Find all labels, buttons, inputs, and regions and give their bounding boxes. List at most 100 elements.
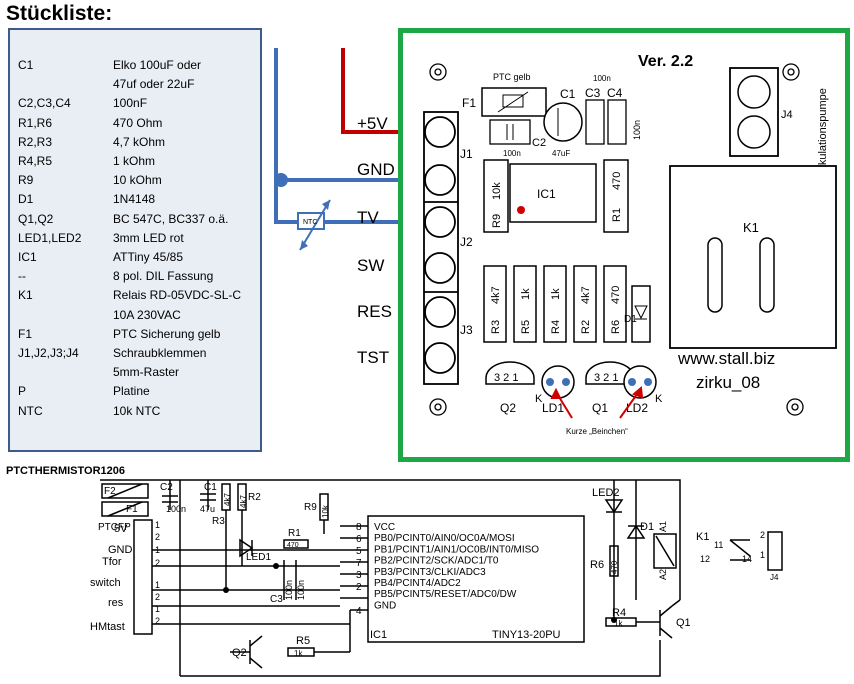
c3-label: C3: [270, 594, 283, 605]
r9-value: 10k: [321, 504, 330, 518]
ic-pin-function: PB2/PCINT2/SCK/ADC1/T0: [374, 556, 499, 567]
r3-value: 4k7: [223, 493, 232, 506]
f2-label: F2: [104, 486, 116, 497]
j4-label: J4: [781, 109, 793, 121]
connector-pin-number: 1: [155, 580, 160, 590]
bom-ref: F1: [18, 326, 33, 341]
r3-label: R3: [490, 320, 502, 334]
r9-value: 10k: [491, 182, 503, 200]
bom-ref: R2,R3: [18, 134, 53, 149]
ic-pin-function: PB0/PCINT0/AIN0/OC0A/MOSI: [374, 533, 515, 544]
ic-pin-number: 6: [356, 534, 362, 545]
d1-label: D1: [640, 521, 654, 533]
bom-ref: D1: [18, 192, 34, 207]
ld2-k-mark: K: [655, 393, 663, 405]
r9-label: R9: [491, 214, 503, 228]
connector-pin-number: 1: [155, 604, 160, 614]
q1-pins: 3 2 1: [594, 372, 618, 384]
connector-label: 5V: [114, 523, 128, 535]
ic-pin-number: 5: [356, 546, 362, 557]
k1-a1-label: A1: [658, 521, 668, 532]
c4-value: 100n: [296, 580, 306, 600]
r6-value: 470: [610, 286, 622, 304]
c3-label: C3: [585, 86, 601, 100]
r3-value: 4k7: [490, 286, 502, 304]
r1-label: R1: [611, 208, 623, 222]
board-name: zirku_08: [696, 373, 760, 392]
ld2-label: LD2: [626, 401, 648, 415]
d1-label: D1: [624, 314, 637, 325]
k1-label: K1: [696, 531, 709, 543]
r4-label: R4: [612, 607, 626, 619]
label-sw: SW: [357, 256, 385, 275]
r2-label: R2: [248, 492, 261, 503]
bom-ref: C1: [18, 58, 34, 72]
bom-ref: Q1,Q2: [18, 211, 54, 226]
ld1-label: LD1: [542, 401, 564, 415]
c4-value: 100n: [632, 120, 642, 140]
bom-value: 1N4148: [113, 192, 156, 207]
ic-pin-number: 2: [356, 582, 362, 593]
short-legs-note: Kurze „Beinchen“: [566, 427, 628, 436]
r9-label: R9: [304, 502, 317, 513]
c3-value: 100n: [284, 580, 294, 600]
ic-pin-number: 3: [356, 570, 362, 581]
board-url: www.stall.biz: [677, 349, 775, 368]
ic1-label: IC1: [370, 629, 387, 641]
connector-pin-number: 2: [155, 616, 160, 626]
connector-pin-number: 2: [155, 532, 160, 542]
r5-value: 1k: [520, 288, 532, 300]
bom-ref: NTC: [18, 403, 43, 418]
bom-value: 47uf oder 22uF: [113, 77, 195, 92]
c3-value: 100n: [593, 74, 611, 83]
bom-ref: IC1: [18, 250, 37, 264]
bom-value: 10 kOhm: [113, 173, 162, 188]
relay-pin-number: 2: [760, 530, 765, 540]
r4-label: R4: [550, 320, 562, 334]
j1-label: J1: [460, 147, 473, 161]
ntc-resistor: [297, 212, 325, 230]
q1-label: Q1: [676, 617, 691, 629]
r5-value: 1k: [294, 649, 303, 658]
j3-label: J3: [460, 323, 473, 337]
c1-value: 47u: [200, 504, 215, 514]
ic-pin-function: GND: [374, 600, 396, 611]
c2-label: C2: [160, 482, 173, 493]
bom-value: Platine: [113, 384, 150, 399]
q1-label: Q1: [592, 401, 608, 415]
bom-value: Elko 100uF oder: [113, 58, 202, 72]
ld1-k-mark: K: [535, 393, 543, 405]
bom-value: 100nF: [113, 96, 148, 111]
label-res: RES: [357, 302, 392, 321]
ic-part-label: TINY13-20PU: [492, 629, 561, 641]
r2-value: 4k7: [239, 495, 248, 508]
relay-pin-number: 1: [760, 550, 765, 560]
c1-value: 47uF: [552, 149, 570, 158]
bom-ref: LED1,LED2: [18, 230, 82, 245]
label-tst: TST: [357, 348, 390, 367]
j4-label: J4: [770, 573, 779, 582]
relay-pin-number: 11: [714, 540, 723, 550]
ic1-label: IC1: [537, 187, 556, 201]
ptc-title: PTCTHERMISTOR1206: [6, 465, 125, 477]
label-gnd: GND: [357, 160, 395, 179]
connector-label: Tfor: [102, 556, 122, 568]
r1-value: 470: [287, 542, 299, 549]
bom-ref: R4,R5: [18, 154, 53, 168]
ic-pin-function: VCC: [374, 522, 395, 533]
bom-ref: J1,J2,J3;J4: [18, 346, 79, 360]
c1-label: C1: [204, 482, 217, 493]
junction-dot: [274, 173, 288, 187]
ic-pin-number: 4: [356, 606, 362, 617]
q2-label: Q2: [232, 647, 247, 659]
ntc-label: NTC: [303, 219, 317, 226]
connector-pin-number: 1: [155, 545, 160, 555]
c4-label: C4: [607, 86, 623, 100]
connector-label: HMtast: [90, 621, 125, 633]
bom-value: 1 kOhm: [113, 154, 156, 168]
led1-label: LED1: [246, 552, 271, 563]
bom-ref: P: [18, 384, 27, 399]
